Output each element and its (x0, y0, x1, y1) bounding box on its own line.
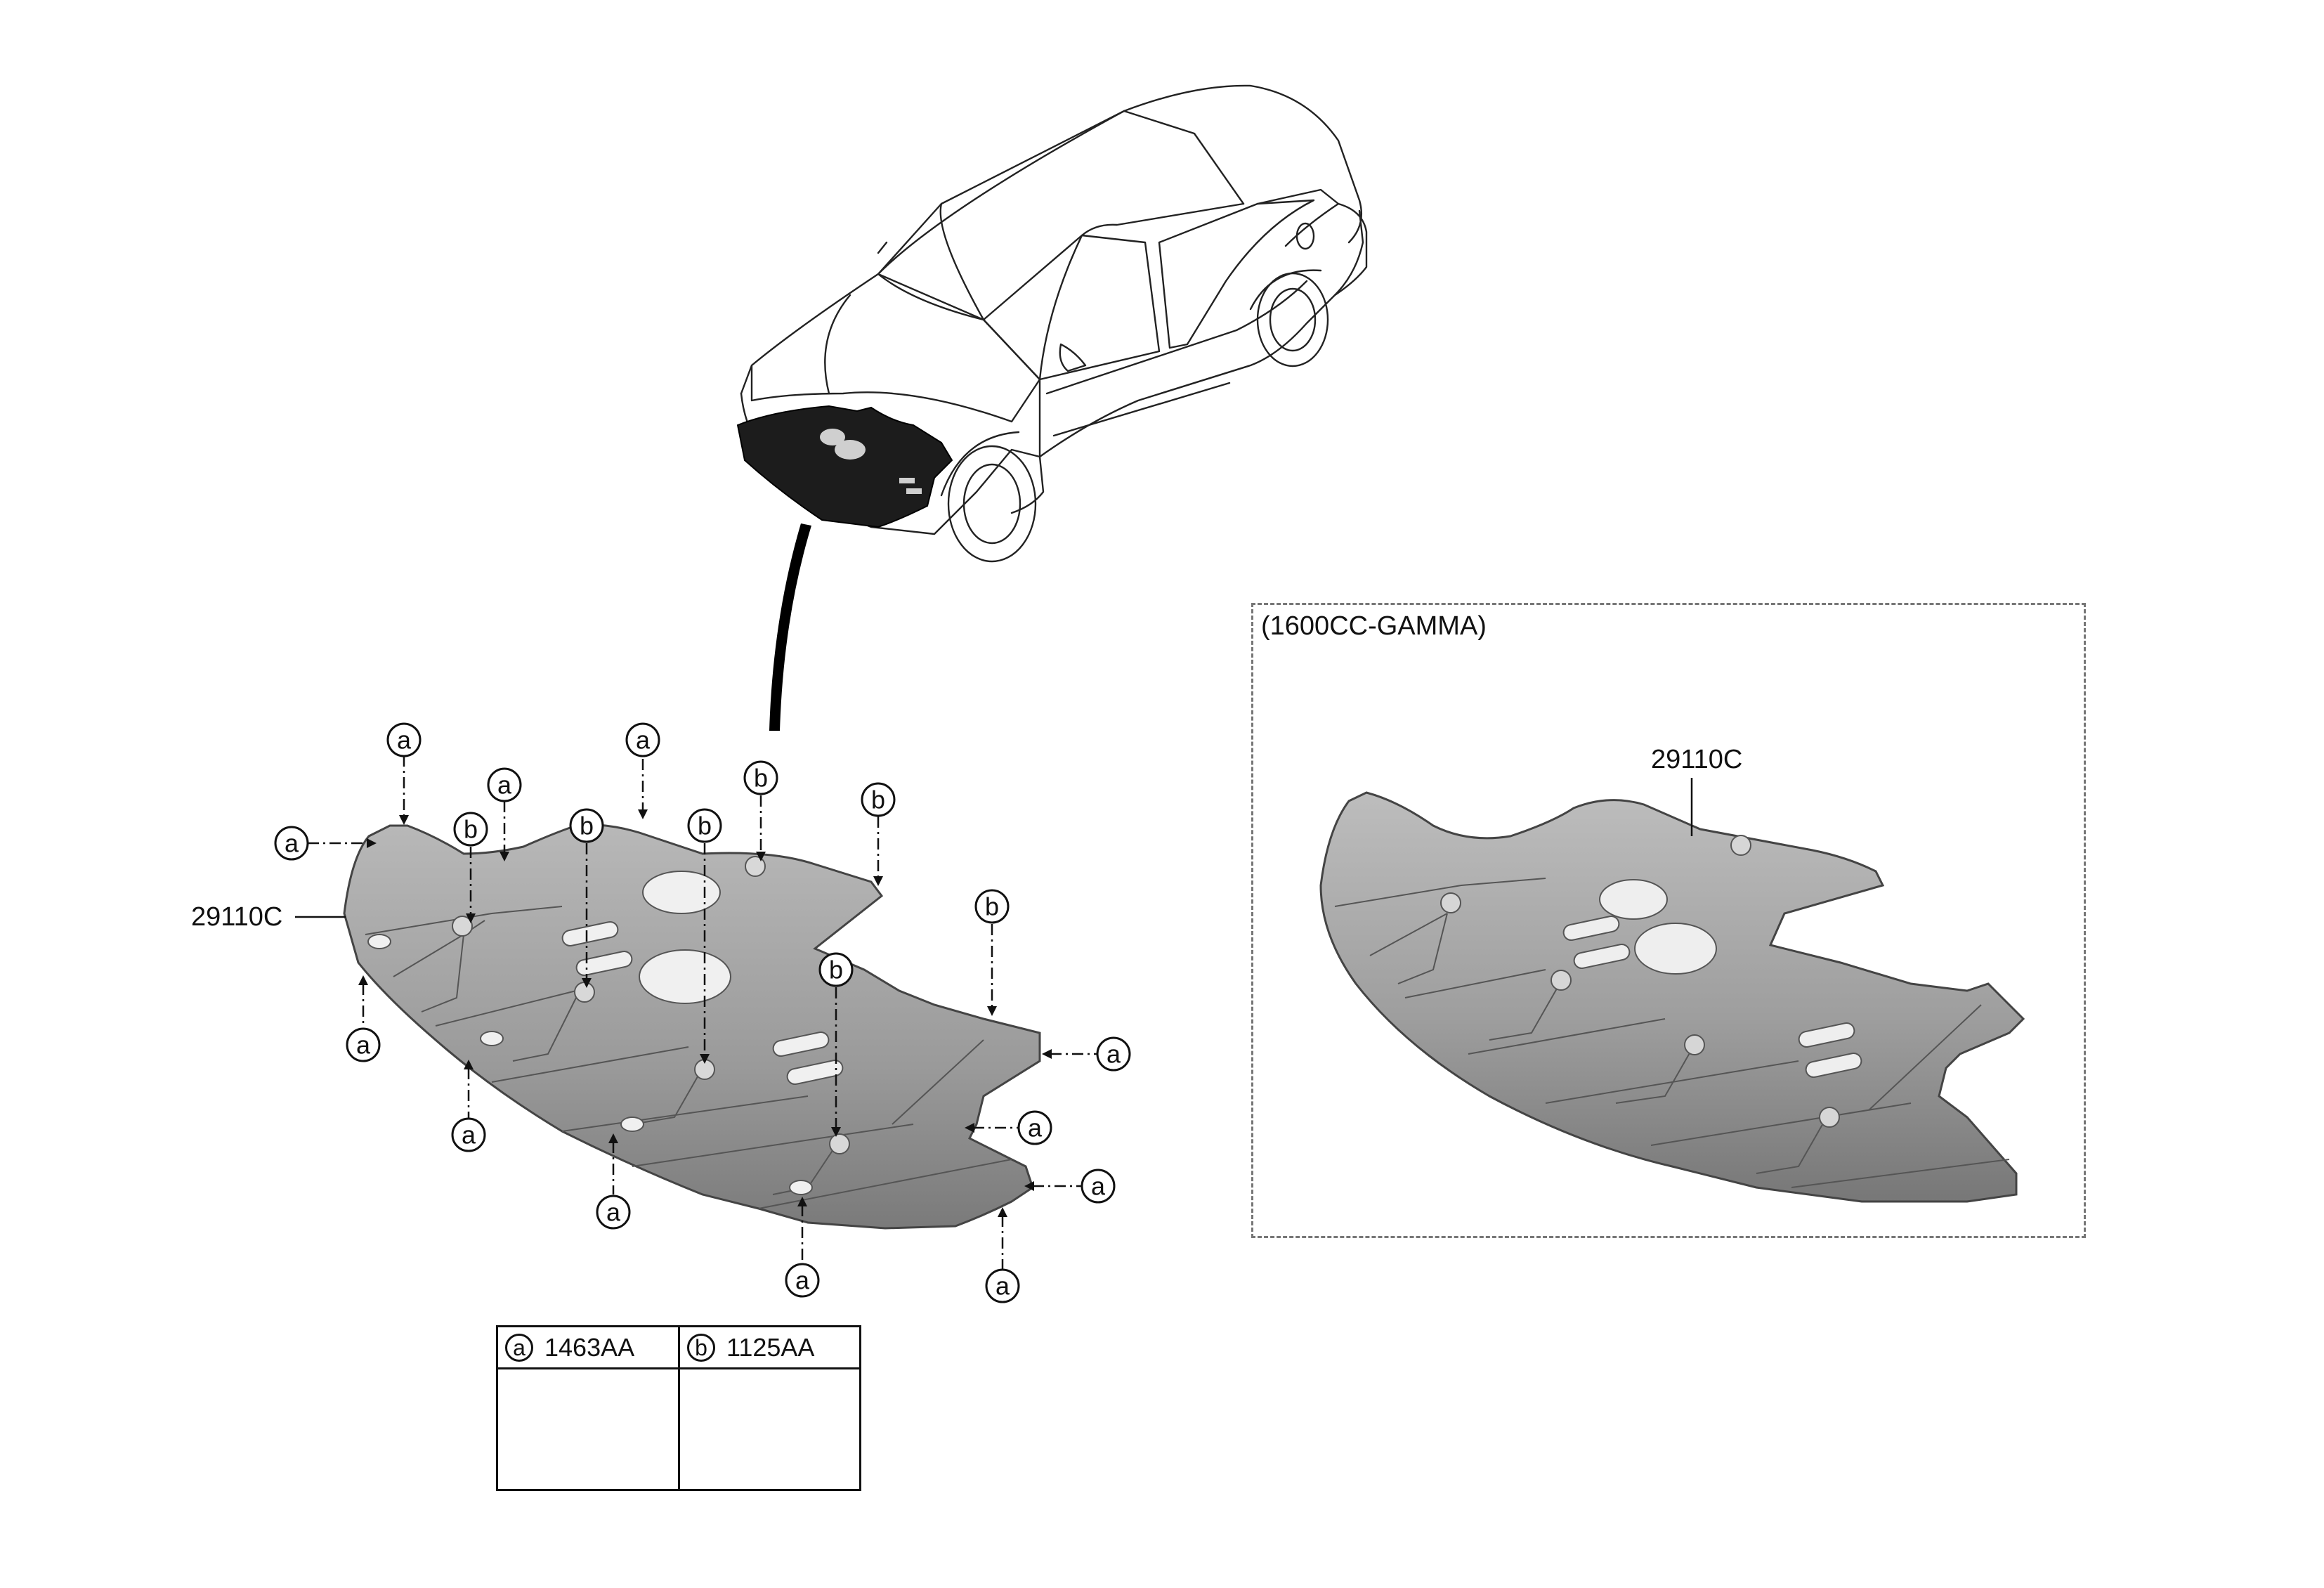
main-undercover-panel (343, 824, 1041, 1230)
highlight-slot (899, 478, 915, 483)
svg-text:a: a (462, 1121, 476, 1150)
callout-a: a (985, 1268, 1020, 1303)
svg-text:b: b (829, 956, 843, 984)
callout-a: a (785, 1263, 820, 1298)
legend-symbol-b: b (687, 1333, 715, 1362)
callout-b: b (861, 782, 896, 817)
legend-part-a: 1463AA (544, 1332, 635, 1362)
svg-text:a: a (397, 726, 412, 755)
variant-undercover-panel (1319, 791, 2025, 1203)
highlight-slot (906, 488, 922, 494)
highlight-hole (835, 440, 866, 460)
svg-text:b: b (698, 812, 712, 840)
svg-text:a: a (285, 829, 299, 858)
svg-text:a: a (795, 1266, 810, 1295)
legend-cell-a (498, 1369, 680, 1489)
svg-text:b: b (871, 786, 885, 814)
fastener-legend-table: a 1463AA b 1125AA (496, 1325, 861, 1491)
legend-header-a: a 1463AA (498, 1327, 680, 1369)
callout-b: b (569, 808, 604, 843)
callout-a: a (625, 722, 660, 757)
highlight-hole (820, 429, 845, 445)
callout-a: a (487, 767, 522, 802)
svg-text:a: a (636, 726, 651, 755)
callout-a: a (274, 826, 309, 861)
main-part-number: 29110C (191, 902, 282, 932)
legend-header-b: b 1125AA (680, 1327, 859, 1369)
variant-part-number: 29110C (1651, 745, 1742, 774)
svg-text:a: a (995, 1272, 1010, 1301)
svg-text:a: a (1106, 1040, 1121, 1069)
callout-a: a (1017, 1110, 1052, 1145)
legend-symbol-a: a (505, 1333, 533, 1362)
variant-label: (1600CC-GAMMA) (1261, 611, 1487, 641)
callout-leaders (308, 755, 1097, 1270)
undercover-highlight (736, 405, 953, 528)
legend-part-b: 1125AA (726, 1332, 815, 1362)
svg-text:a: a (606, 1198, 621, 1227)
callout-a: a (346, 1027, 381, 1062)
svg-text:b: b (580, 812, 594, 840)
svg-text:a: a (1091, 1172, 1106, 1201)
panel-hole (642, 871, 721, 914)
svg-text:b: b (754, 764, 768, 793)
callout-b: b (687, 808, 722, 843)
callout-a: a (386, 722, 422, 757)
svg-text:a: a (1028, 1114, 1043, 1143)
callout-a: a (451, 1117, 486, 1152)
callout-b: b (743, 760, 778, 795)
callout-b: b (453, 812, 488, 847)
svg-text:b: b (464, 815, 478, 844)
car-illustration (736, 84, 1368, 731)
svg-text:a: a (356, 1031, 371, 1060)
callout-a: a (1096, 1036, 1131, 1072)
variant-frame (1251, 603, 2086, 1238)
callout-b: b (818, 952, 854, 987)
callout-a: a (596, 1195, 631, 1230)
svg-text:b: b (985, 892, 999, 921)
pointer-line (769, 523, 811, 731)
legend-cell-b (680, 1369, 859, 1489)
callout-a: a (1081, 1169, 1116, 1204)
svg-text:a: a (497, 771, 512, 800)
panel-hole (639, 949, 731, 1004)
callout-b: b (974, 889, 1010, 924)
